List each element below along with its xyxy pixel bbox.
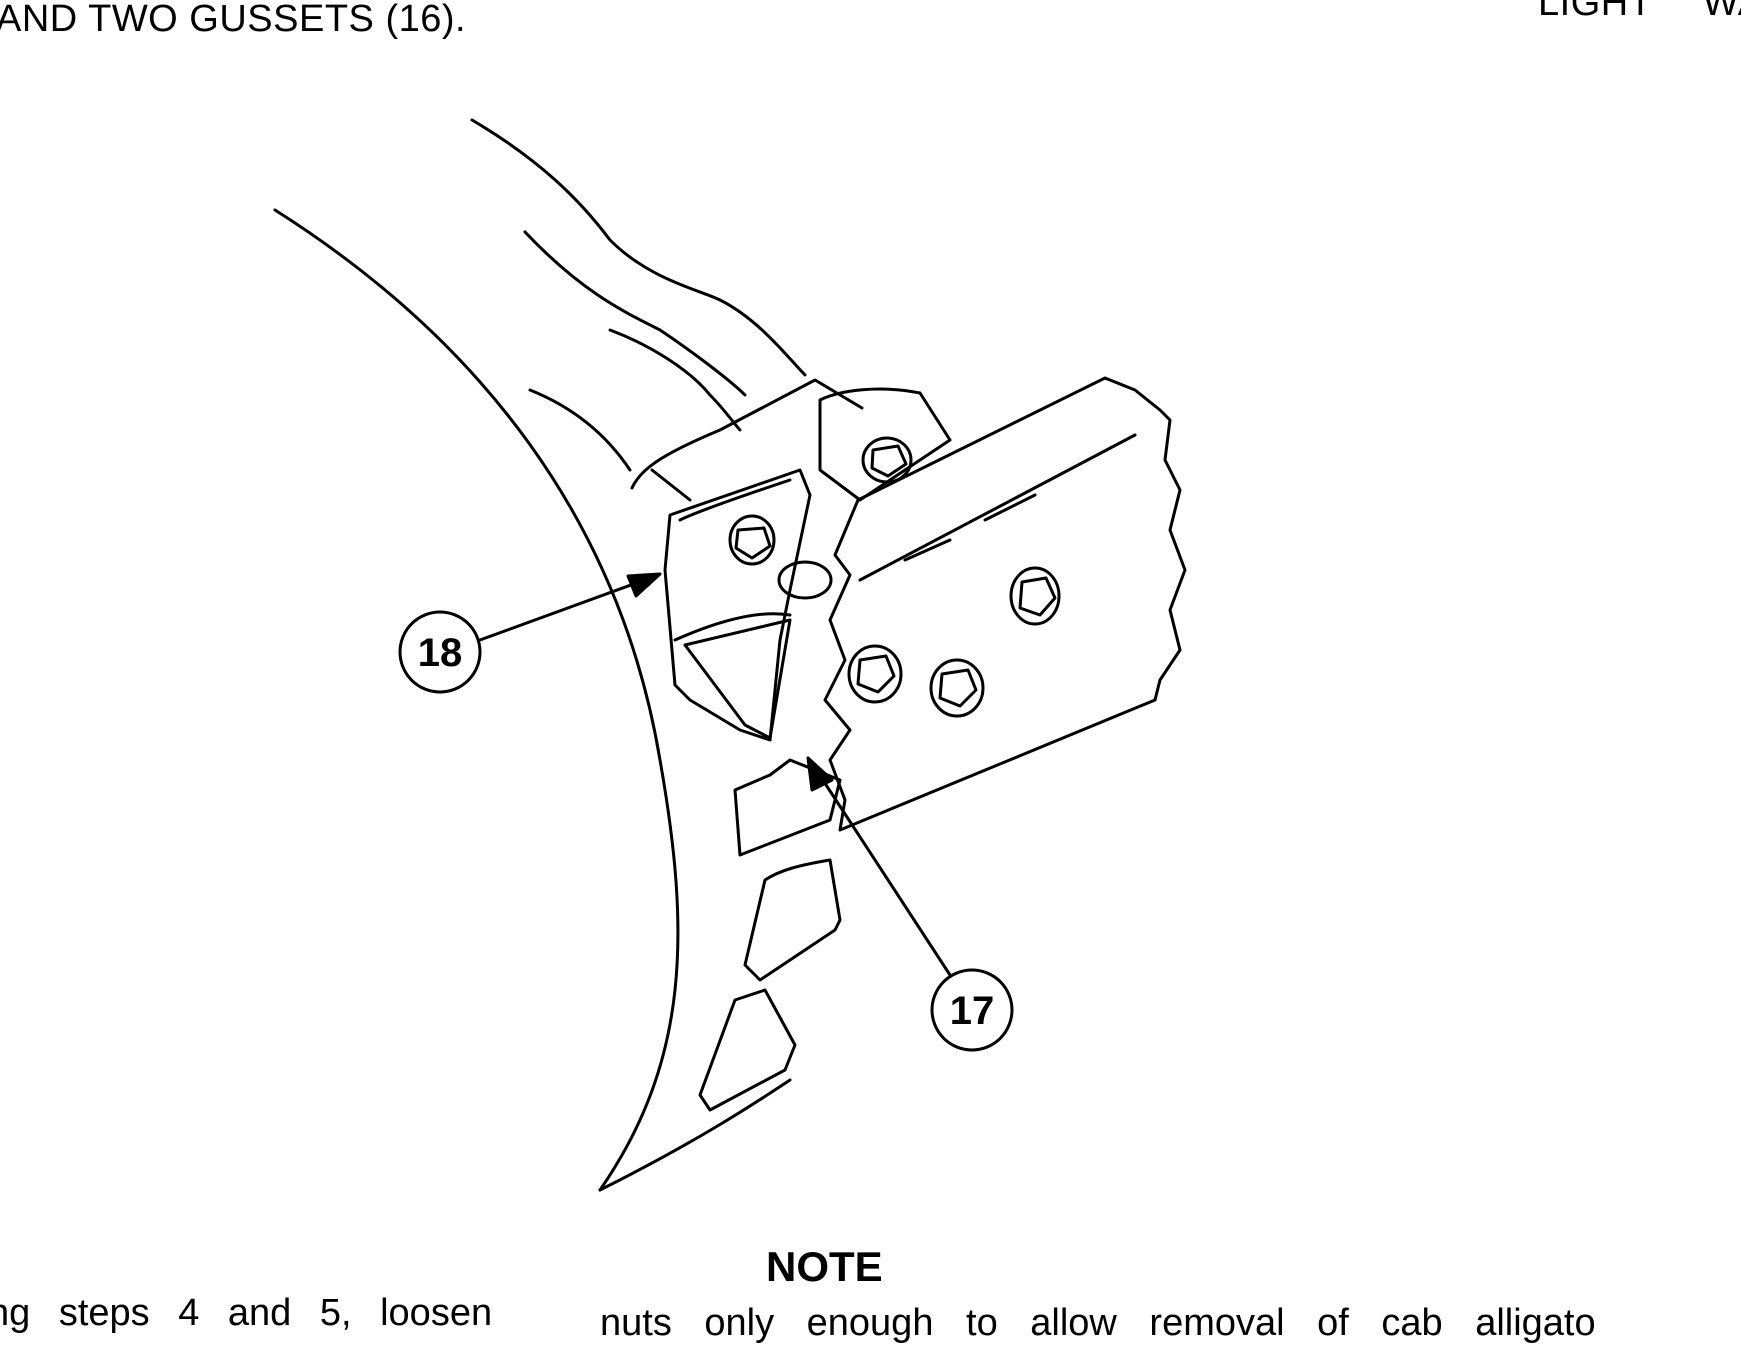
bracket-flange <box>673 612 792 642</box>
frame-cutout-1 <box>733 758 842 857</box>
callout-17-circle <box>930 968 1014 1052</box>
continued-step-text: AND TWO GUSSETS (16). <box>0 0 467 40</box>
bracket-inner-edge <box>678 478 792 522</box>
callout-17-arrowhead <box>806 756 834 792</box>
frame-cutout-3 <box>698 988 797 1112</box>
note-text-left: ng steps 4 and 5, loosen <box>0 1292 493 1334</box>
callout-17-label: 17 <box>950 989 995 1033</box>
callout-18-circle <box>398 610 482 694</box>
page-header-fragment: LIGHT WA <box>1538 0 1741 24</box>
plate-bolt-1 <box>1009 566 1061 626</box>
callout-18-leader <box>478 576 652 642</box>
alligator-plate-line <box>858 433 1137 582</box>
frame-rail-outer-curve <box>273 208 680 1192</box>
alligator-plate <box>823 376 1187 832</box>
plate-bolt-3 <box>929 658 985 718</box>
cab-edge-curve-1 <box>470 118 807 377</box>
note-text-right: nuts only enough to allow removal of cab… <box>600 1302 1596 1344</box>
mount-top-plate-edge <box>650 468 692 502</box>
bracket-cap <box>818 387 952 502</box>
bracket-bolt-3 <box>861 436 913 484</box>
cab-edge-curve-4 <box>528 388 632 472</box>
bracket-bolt-1 <box>728 514 776 566</box>
cab-edge-curve-3 <box>608 328 742 432</box>
frame-cutout-2 <box>743 858 842 982</box>
mount-top-plate <box>630 378 864 490</box>
callout-18-arrowhead <box>626 572 662 598</box>
bracket-wedge <box>683 618 792 740</box>
callout-17-leader <box>813 766 952 977</box>
cab-edge-curve-2 <box>523 230 747 397</box>
note-heading: NOTE <box>766 1243 883 1290</box>
bracket-body <box>663 468 812 742</box>
frame-rail-inner-curve <box>598 1078 792 1192</box>
callout-18-label: 18 <box>418 631 463 675</box>
bracket-bolt-2 <box>777 560 833 600</box>
plate-bolt-2 <box>847 644 903 704</box>
